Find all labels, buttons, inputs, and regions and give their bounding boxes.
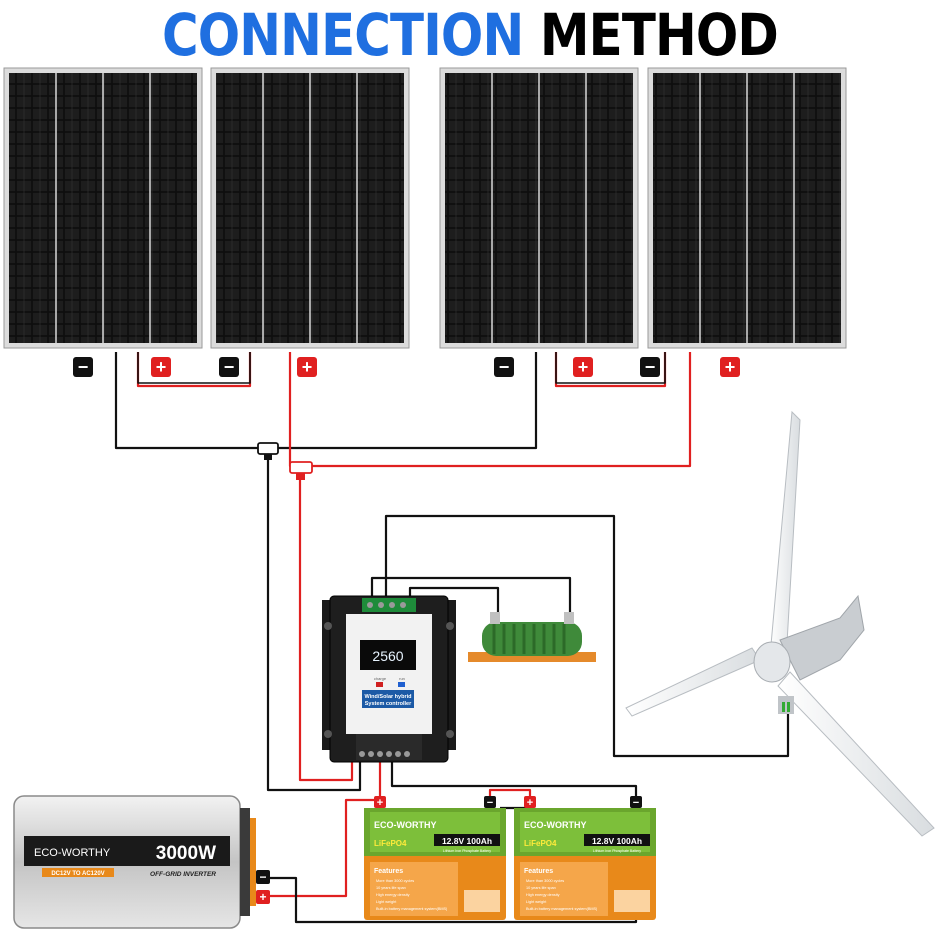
battery-rating: 12.8V 100Ah <box>592 836 642 846</box>
svg-text:+: + <box>302 357 313 377</box>
negative-terminal: − <box>256 870 270 884</box>
svg-text:−: − <box>78 357 89 377</box>
svg-text:+: + <box>725 357 736 377</box>
battery-subtitle: Lithium Iron Phosphate Battery <box>593 849 641 853</box>
battery-feature: High energy density <box>376 893 410 897</box>
positive-terminal: + <box>524 796 536 809</box>
negative-terminal: − <box>73 357 93 377</box>
battery-feature: Built-in battery management system(BMS) <box>376 907 448 911</box>
battery-2: ECO-WORTHY LiFePO4 12.8V 100Ah Lithium I… <box>514 796 656 920</box>
wire-connector-icon <box>257 442 279 460</box>
hybrid-controller: 2560 charge run Wind/Solar hybrid System… <box>322 595 456 763</box>
battery-rating: 12.8V 100Ah <box>442 836 492 846</box>
controller-label-2: System controller <box>365 701 412 707</box>
negative-terminal: − <box>219 357 239 377</box>
svg-text:+: + <box>527 797 533 809</box>
battery-chemistry: LiFePO4 <box>524 839 557 848</box>
positive-terminal: + <box>297 357 317 377</box>
svg-text:−: − <box>645 357 656 377</box>
dump-load-resistor-icon <box>468 612 596 662</box>
battery-chemistry: LiFePO4 <box>374 839 407 848</box>
svg-text:+: + <box>259 890 266 904</box>
svg-text:−: − <box>224 357 235 377</box>
inverter: ECO-WORTHY 3000W DC12V TO AC120V OFF-GRI… <box>13 795 270 929</box>
battery-brand: ECO-WORTHY <box>374 820 437 830</box>
battery-feature: More than 3000 cycles <box>376 879 414 883</box>
negative-terminal: − <box>494 357 514 377</box>
wind-turbine-icon <box>625 410 935 837</box>
controller-display: 2560 <box>372 648 403 664</box>
battery-features-title: Features <box>374 868 403 875</box>
battery-feature: 10 years life span <box>526 886 556 890</box>
inverter-badge: DC12V TO AC120V <box>51 871 104 877</box>
svg-text:+: + <box>377 797 383 809</box>
battery-features-title: Features <box>524 868 553 875</box>
svg-text:−: − <box>487 797 493 809</box>
battery-feature: High energy density <box>526 893 560 897</box>
positive-terminal: + <box>256 890 270 904</box>
svg-text:−: − <box>633 797 639 809</box>
solar-panel-2 <box>210 67 410 349</box>
svg-text:+: + <box>578 357 589 377</box>
battery-subtitle: Lithium Iron Phosphate Battery <box>443 849 491 853</box>
controller-label-1: Wind/Solar hybrid <box>364 694 411 700</box>
battery-1: ECO-WORTHY LiFePO4 12.8V 100Ah Lithium I… <box>364 796 506 920</box>
battery-feature: More than 3000 cycles <box>526 879 564 883</box>
inverter-power: 3000W <box>156 843 216 864</box>
indicator-run-label: run <box>399 676 405 681</box>
wire-connector-icon <box>289 461 313 480</box>
battery-feature: 10 years life span <box>376 886 406 890</box>
battery-feature: Light weight <box>376 900 397 904</box>
positive-terminal: + <box>720 357 740 377</box>
solar-panel-4 <box>647 67 847 349</box>
svg-text:−: − <box>259 870 266 884</box>
charge-led <box>376 682 383 687</box>
page-title: CONNECTION METHOD <box>66 2 874 68</box>
positive-terminal: + <box>374 796 386 809</box>
battery-brand: ECO-WORTHY <box>524 820 587 830</box>
svg-text:+: + <box>156 357 167 377</box>
panel-terminals: − + − + − + − + <box>73 357 740 377</box>
negative-terminal: − <box>640 357 660 377</box>
negative-terminal: − <box>484 796 496 809</box>
negative-terminal: − <box>630 796 642 809</box>
inverter-brand: ECO-WORTHY <box>34 847 111 859</box>
positive-terminal: + <box>151 357 171 377</box>
run-led <box>398 682 405 687</box>
indicator-charge-label: charge <box>374 676 387 681</box>
battery-feature: Built-in battery management system(BMS) <box>526 907 598 911</box>
solar-panel-3 <box>439 67 639 349</box>
solar-panel-1 <box>3 67 203 349</box>
battery-feature: Light weight <box>526 900 547 904</box>
positive-terminal: + <box>573 357 593 377</box>
svg-text:−: − <box>499 357 510 377</box>
title-word-connection: CONNECTION <box>162 1 524 69</box>
inverter-subtitle: OFF-GRID INVERTER <box>150 871 216 878</box>
title-word-method: METHOD <box>539 1 779 69</box>
